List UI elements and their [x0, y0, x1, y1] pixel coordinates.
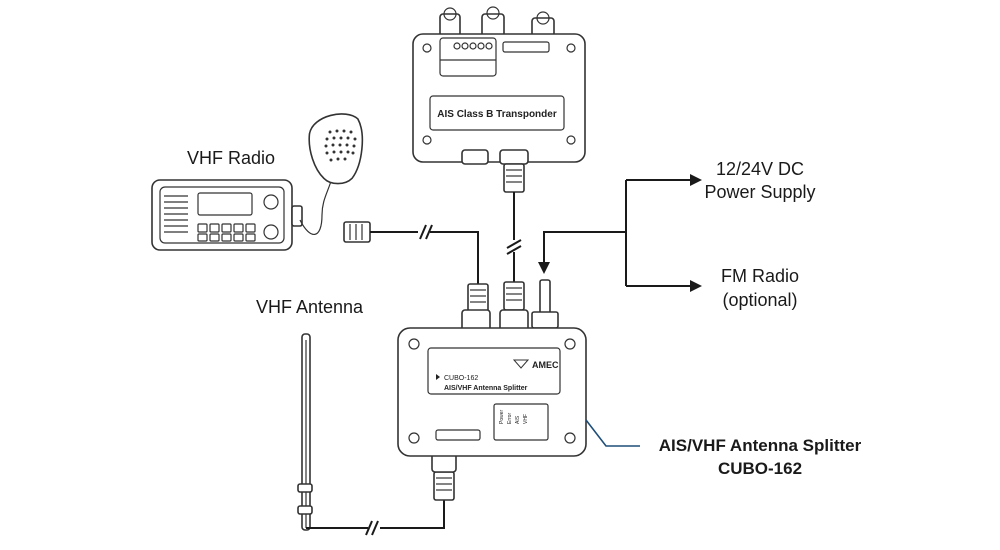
power-fm-wiring	[538, 174, 702, 292]
splitter-callout-line2: CUBO-162	[718, 459, 802, 478]
splitter-subtitle: AIS/VHF Antenna Splitter	[444, 385, 528, 392]
radio-microphone	[299, 113, 364, 235]
power-supply-label-line1: 12/24V DC	[716, 159, 804, 179]
transponder-bottom-connectors	[461, 149, 529, 165]
vhf-radio-label: VHF Radio	[187, 148, 275, 168]
transponder-top-connectors	[439, 6, 555, 37]
model-pointer-icon	[436, 374, 440, 380]
transponder-cable	[503, 163, 525, 311]
vhf-radio	[151, 179, 303, 251]
splitter-callout-line1: AIS/VHF Antenna Splitter	[659, 436, 862, 455]
splitter-model: CUBO-162	[444, 375, 478, 382]
radio-buttons	[197, 223, 256, 242]
radio-display	[197, 192, 253, 216]
transponder-panel-label: AIS Class B Transponder	[437, 109, 557, 120]
antenna-mount-brackets	[297, 483, 313, 515]
cubo-162-splitter: AMEC CUBO-162 AIS/VHF Antenna Splitter P…	[397, 309, 587, 457]
antenna-cable	[306, 451, 457, 536]
splitter-brand: AMEC	[532, 360, 559, 370]
splitter-power-connector	[531, 279, 559, 329]
transponder-indicator-leds	[453, 42, 493, 50]
splitter-callout-line	[585, 419, 640, 447]
led-error-label: Error	[507, 413, 513, 424]
vhf-antenna-label: VHF Antenna	[256, 297, 364, 317]
microphone-grille	[324, 129, 357, 162]
radio-knob-top	[263, 194, 279, 210]
ais-transponder: AIS Class B Transponder	[412, 6, 586, 165]
splitter-led-labels: Power Error AIS VHF	[499, 409, 529, 424]
radio-speaker-grille	[164, 195, 188, 233]
radio-knob-bottom	[263, 224, 279, 240]
power-supply-label-line2: Power Supply	[704, 182, 815, 202]
vhf-antenna	[297, 333, 313, 531]
power-arrowhead	[690, 174, 702, 186]
led-vhf-label: VHF	[523, 414, 529, 424]
led-ais-label: AIS	[515, 415, 521, 424]
fm-radio-label-line1: FM Radio	[721, 266, 799, 286]
radio-cable	[343, 221, 489, 313]
fm-radio-label-line2: (optional)	[722, 290, 797, 310]
fm-arrowhead	[538, 262, 550, 274]
led-power-label: Power	[499, 409, 505, 424]
fm-radio-arrowhead	[690, 280, 702, 292]
